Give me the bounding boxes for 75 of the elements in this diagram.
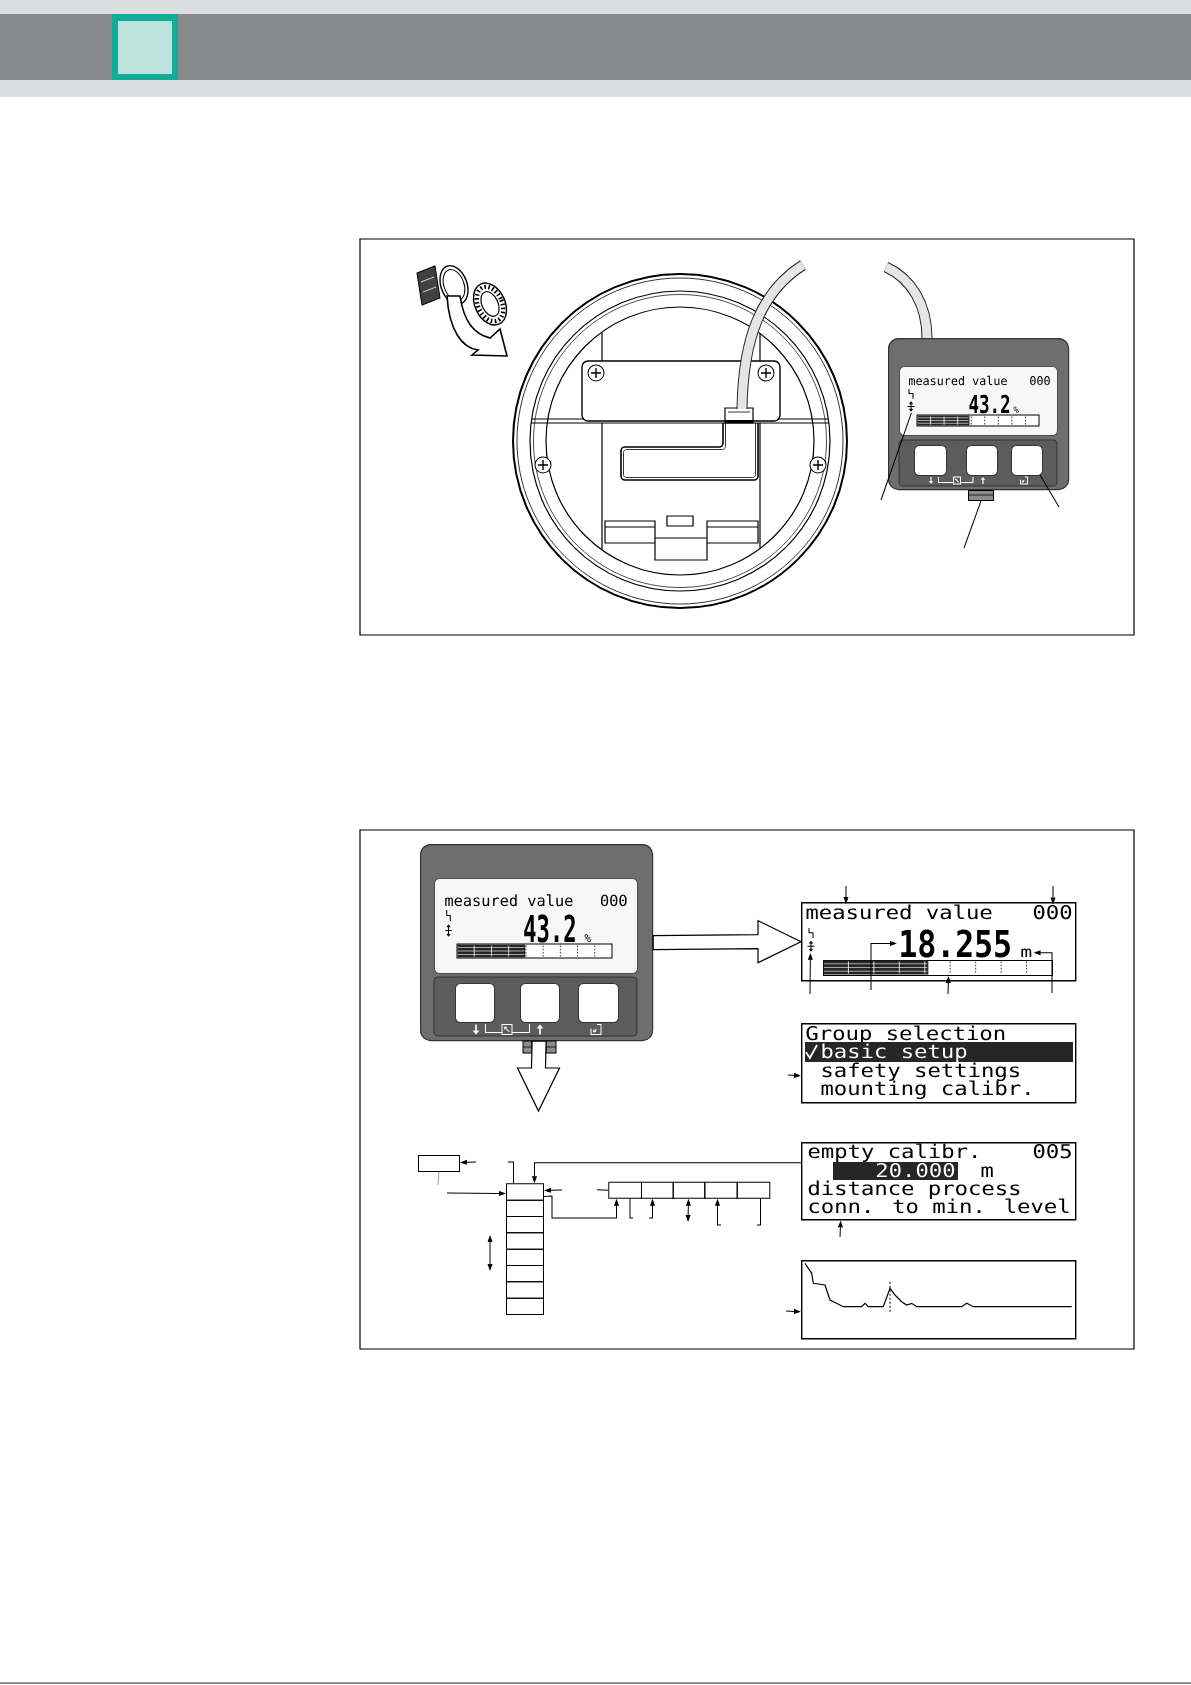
leader-line	[963, 500, 982, 549]
arrow	[685, 1199, 691, 1221]
leader-line	[507, 1161, 514, 1184]
key-button	[966, 445, 998, 476]
key-button	[914, 445, 947, 476]
arrow	[461, 1160, 477, 1165]
arrow	[545, 1188, 563, 1193]
lcd-text: safety settings	[822, 1062, 1019, 1082]
lcd-text: measured value	[806, 904, 992, 920]
arrow	[785, 1309, 800, 1314]
lcd-text: 000	[1033, 904, 1072, 920]
value-field: 20.000	[833, 1162, 958, 1180]
arrow	[446, 1191, 505, 1196]
key-button	[455, 983, 495, 1023]
lcd-text: measured value	[445, 894, 573, 907]
lcd-readout: 43.2	[969, 394, 1010, 414]
selected-item: basic setup	[805, 1042, 1073, 1062]
leader-line	[437, 1171, 440, 1186]
unit-text: %	[1013, 406, 1019, 413]
key-button	[1011, 445, 1043, 476]
arrow	[715, 1199, 722, 1226]
arrow	[1050, 885, 1056, 904]
column-cell	[506, 1297, 544, 1316]
arrow	[532, 1162, 802, 1183]
arrow	[808, 953, 813, 995]
block-arrow	[652, 919, 803, 964]
menu-box	[418, 1155, 460, 1172]
lcd-text: conn. to min. level	[809, 1198, 1069, 1214]
column-cell	[506, 1216, 544, 1234]
key-button	[520, 983, 560, 1023]
arrow	[1034, 950, 1053, 994]
leader-line	[880, 412, 912, 501]
column-cell	[506, 1265, 544, 1283]
lcd-text: distance process	[808, 1180, 1020, 1199]
key-combo-line	[938, 476, 974, 484]
bar-graph	[823, 960, 1053, 976]
column-cell	[506, 1248, 544, 1266]
column-cell	[506, 1199, 544, 1217]
status-indicator	[807, 927, 815, 952]
key-combo-line	[485, 1023, 530, 1033]
column-cell	[506, 1281, 544, 1299]
arrow	[648, 1199, 655, 1219]
lcd-text: m	[981, 1166, 993, 1177]
lcd-text: empty calibr.	[808, 1143, 977, 1162]
arrow	[843, 885, 849, 904]
leader-line	[756, 1198, 761, 1226]
leader-line	[629, 1198, 634, 1219]
block-arrow	[516, 1040, 561, 1113]
lcd-text: 005	[1033, 1143, 1071, 1159]
lcd-readout: 18.255	[901, 929, 1010, 958]
row-cell	[736, 1181, 771, 1199]
arrow	[543, 1195, 619, 1219]
lcd-text: 000	[600, 894, 627, 907]
arrow	[838, 1221, 843, 1238]
row-cell	[608, 1181, 642, 1199]
unit-text: m	[1021, 948, 1032, 957]
lcd-readout: 43.2	[524, 914, 575, 943]
status-indicator	[907, 388, 915, 412]
row-cell	[641, 1181, 674, 1199]
key-button	[578, 983, 619, 1023]
column-cell	[506, 1232, 544, 1250]
unit-text: %	[584, 934, 591, 942]
column-cell	[506, 1183, 544, 1201]
lcd-text: measured value	[909, 375, 1007, 386]
lcd-text: Group selection	[806, 1025, 1005, 1044]
lcd-text: 000	[1030, 376, 1050, 386]
row-cell	[704, 1181, 738, 1199]
arrow	[946, 977, 951, 995]
lcd-text: mounting calibr.	[821, 1080, 1030, 1100]
row-cell	[672, 1181, 706, 1199]
leader-line	[596, 1189, 609, 1191]
leader-line	[1039, 474, 1060, 508]
arrow	[870, 941, 896, 991]
arrow	[787, 1073, 800, 1078]
connector-plug	[967, 490, 994, 501]
